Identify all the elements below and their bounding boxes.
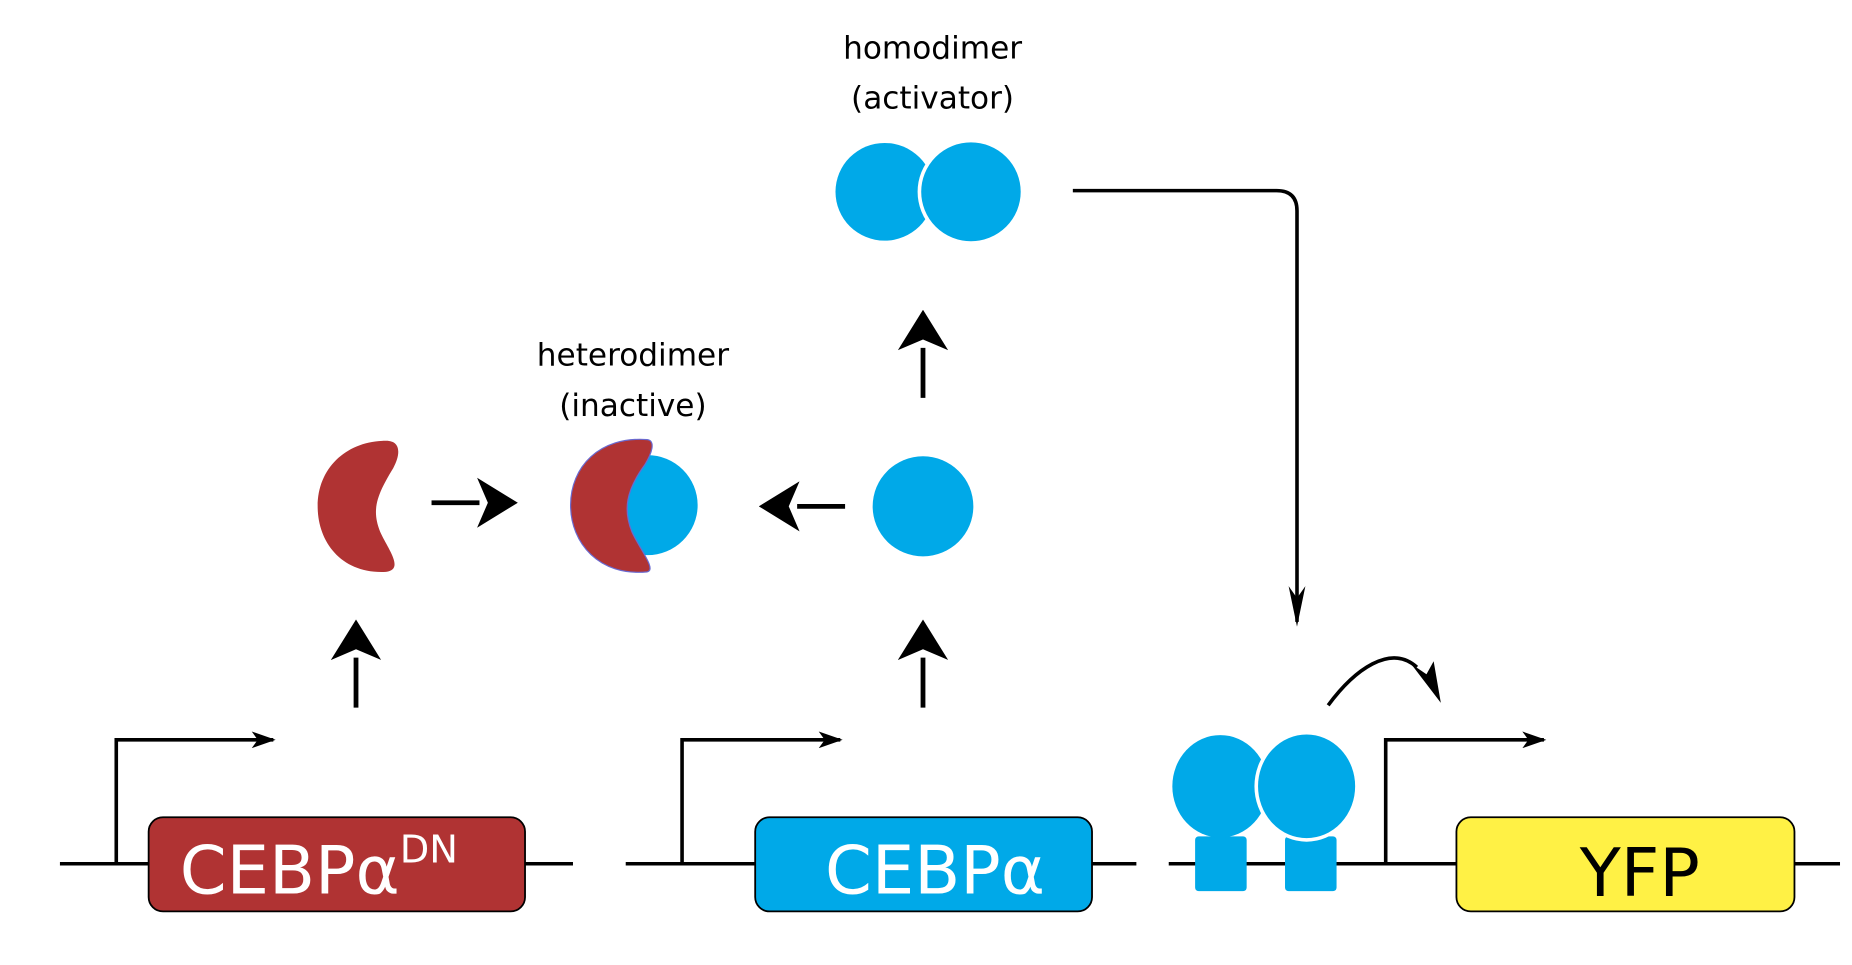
transcription-activation-arrowhead: [1410, 661, 1441, 703]
gene-label-cebpa-dn: CEBPαDN: [180, 829, 458, 910]
gene-box-cebpa-dn: CEBPαDN: [147, 816, 526, 913]
activation-path-arrow: [1072, 188, 1306, 627]
gene-superscript-dn: DN: [400, 829, 458, 873]
gene-box-cebpa-fill: [754, 816, 1093, 913]
gene-box-yfp-fill: [1455, 816, 1796, 913]
dna-binding-domain-right: [1285, 836, 1337, 892]
heterodimer-red-subunit: [569, 438, 653, 573]
homodimer-subunit-right: [917, 138, 1025, 245]
heterodimer: [569, 438, 698, 573]
gene-box-cebpa-dn-fill: [147, 816, 526, 913]
gene-label-yfp: YFP: [1579, 834, 1700, 912]
gene-label-cebpa: CEBPα: [825, 832, 1045, 910]
promoter-arrow-cebpa: [680, 731, 843, 864]
cebpa-monomer: [872, 456, 974, 557]
homodimer-sublabel: (activator): [851, 80, 1014, 116]
bound-subunit-right: [1254, 730, 1359, 842]
transcription-activation-arrow: [1326, 656, 1419, 707]
heterodimer-sublabel: (inactive): [559, 388, 706, 424]
heterodimer-label: heterodimer: [537, 338, 729, 374]
gene-box-yfp: YFP: [1455, 816, 1796, 913]
promoter-arrow-yfp: [1383, 731, 1547, 864]
gene-box-cebpa: CEBPα: [754, 816, 1093, 913]
dn-monomer-crescent: [317, 440, 399, 572]
promoter-arrow-dn: [114, 731, 276, 864]
bound-homodimer: [1172, 730, 1359, 892]
bound-subunit-left: [1172, 735, 1269, 838]
homodimer: [835, 138, 1025, 245]
dna-binding-domain-left: [1195, 836, 1247, 892]
homodimer-label: homodimer: [843, 30, 1022, 66]
homodimer-subunit-left: [835, 142, 934, 241]
